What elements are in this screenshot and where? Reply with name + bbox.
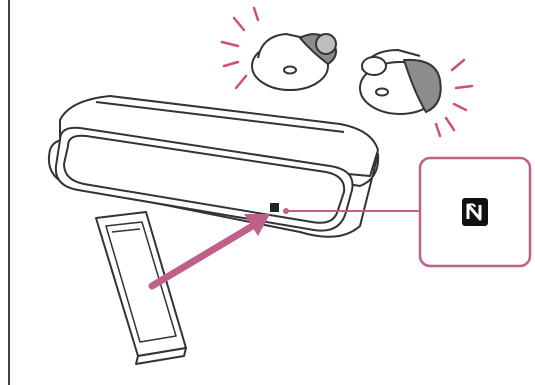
sound-lines-left	[220, 6, 260, 90]
sound-lines-right	[434, 58, 474, 138]
left-earbud-illustration	[251, 33, 337, 91]
right-earbud-illustration	[359, 49, 442, 115]
touch-arrow	[148, 214, 270, 290]
left-border	[8, 0, 10, 385]
smartphone-illustration	[95, 211, 187, 365]
speaker-illustration	[48, 95, 380, 238]
nfc-callout-dot	[283, 208, 289, 214]
nfc-mark-on-speaker	[270, 203, 279, 212]
nfc-icon	[461, 197, 489, 227]
